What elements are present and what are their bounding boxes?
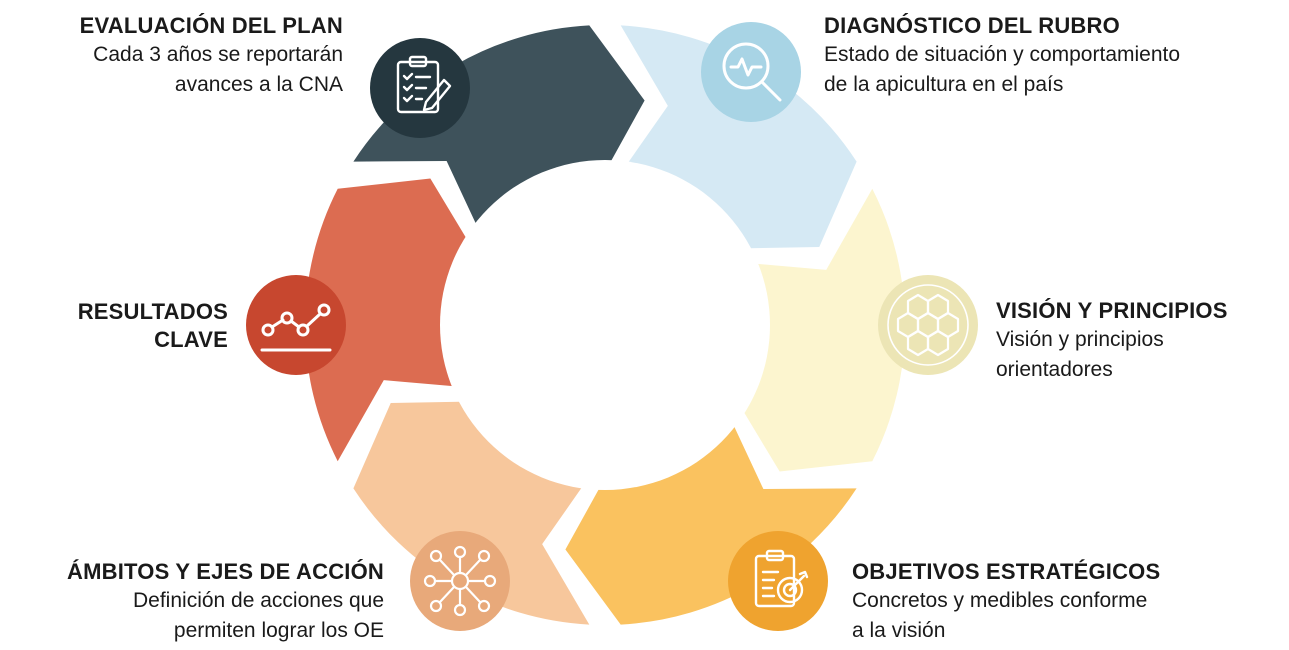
badge-ambitos	[410, 531, 510, 631]
stage-description-line: Visión y principios	[996, 328, 1164, 351]
stage-description-line: avances a la CNA	[174, 73, 343, 96]
stage-ambitos-text: ÁMBITOS Y EJES DE ACCIÓN Definición de a…	[67, 558, 384, 646]
stage-title: DIAGNÓSTICO DEL RUBRO	[824, 13, 1120, 38]
stage-evaluacion-text: EVALUACIÓN DEL PLAN Cada 3 años se repor…	[80, 12, 343, 100]
stage-title: VISIÓN Y PRINCIPIOS	[996, 298, 1228, 323]
stage-diagnostico-text: DIAGNÓSTICO DEL RUBRO Estado de situació…	[824, 12, 1180, 100]
stage-description-line: Cada 3 años se reportarán	[93, 43, 343, 66]
stage-objetivos-text: OBJETIVOS ESTRATÉGICOS Concretos y medib…	[852, 558, 1160, 646]
segment-resultados	[305, 178, 481, 462]
stage-description-line: Concretos y medibles conforme	[852, 589, 1148, 612]
clipboard-checklist-icon	[396, 55, 452, 114]
stage-title: RESULTADOS	[77, 299, 228, 324]
stage-description-line: Definición de acciones que	[133, 589, 384, 612]
segment-evaluacion	[353, 25, 645, 249]
honeycomb-icon	[887, 284, 969, 366]
stage-resultados-text: RESULTADOS CLAVE	[78, 298, 228, 354]
badge-circle	[878, 275, 978, 375]
badge-circle	[410, 531, 510, 631]
magnifier-pulse-icon	[722, 42, 782, 102]
stage-description-line: orientadores	[996, 358, 1113, 381]
line-chart-icon	[260, 303, 332, 352]
badge-resultados	[246, 275, 346, 375]
stage-title: CLAVE	[154, 327, 228, 352]
stage-description-line: a la visión	[852, 619, 946, 642]
stage-vision-text: VISIÓN Y PRINCIPIOS Visión y principios …	[996, 297, 1228, 385]
segment-vision	[729, 188, 905, 472]
segment-objetivos	[565, 401, 857, 625]
center-hole	[440, 160, 770, 490]
network-nodes-icon	[423, 545, 497, 617]
badge-circle	[728, 531, 828, 631]
stage-description-line: permiten lograr los OE	[173, 619, 384, 642]
stage-title: OBJETIVOS ESTRATÉGICOS	[852, 559, 1161, 584]
stage-title: EVALUACIÓN DEL PLAN	[79, 13, 343, 38]
badge-diagnostico	[701, 22, 801, 122]
stage-title: ÁMBITOS Y EJES DE ACCIÓN	[67, 559, 384, 584]
badge-objetivos	[728, 531, 828, 631]
badge-vision	[878, 275, 978, 375]
stage-description-line: Estado de situación y comportamiento	[824, 43, 1181, 66]
clipboard-target-icon	[754, 549, 809, 608]
badge-evaluacion	[370, 38, 470, 138]
stage-description-line: de la apicultura en el país	[824, 73, 1064, 96]
